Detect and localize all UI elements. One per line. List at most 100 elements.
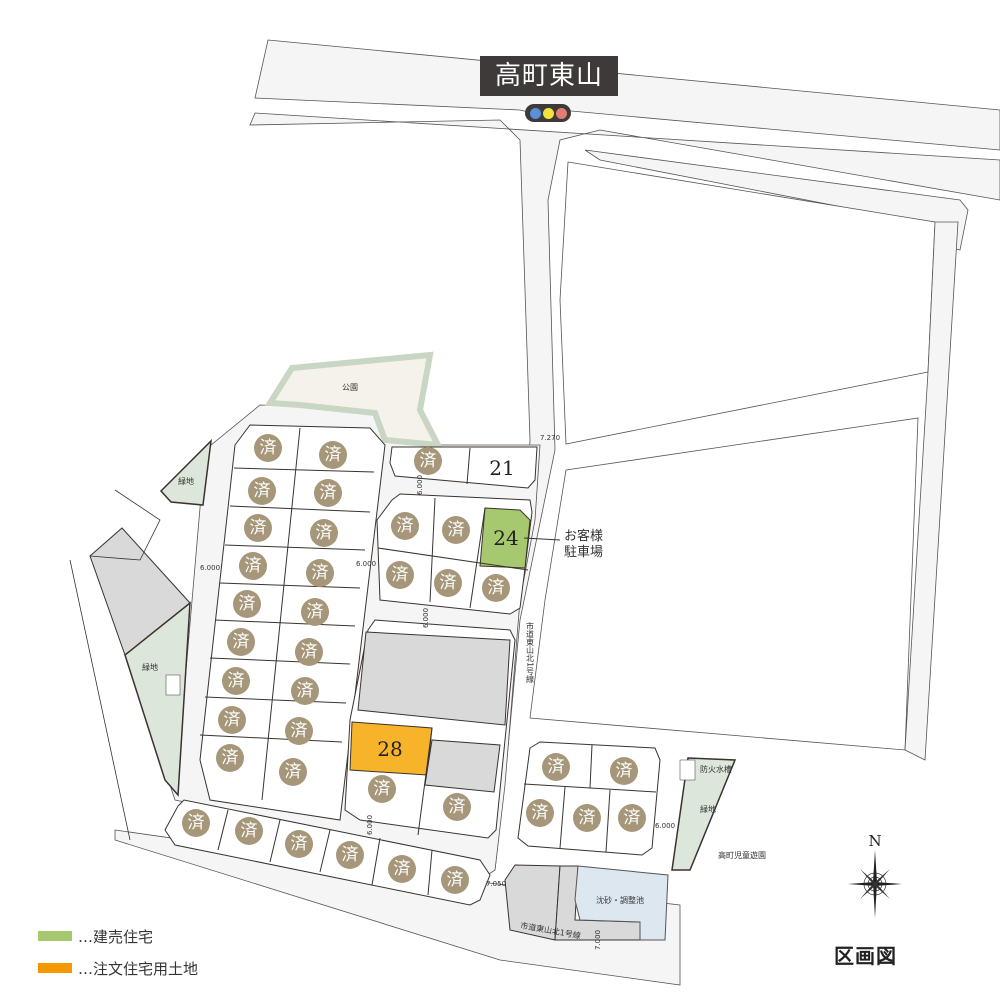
- legend-item-ready-built: …建売住宅: [38, 926, 198, 946]
- legend-swatch-orange: [38, 963, 72, 973]
- customer-parking-label-1: お客様: [564, 528, 603, 544]
- intersection-name: 高町東山: [480, 56, 618, 96]
- svg-text:済: 済: [440, 573, 457, 593]
- map-title: 区画図: [834, 944, 897, 968]
- sold-marker: 済: [244, 514, 272, 542]
- traffic-signal-icon: [525, 104, 571, 122]
- green-area-label-1: 緑地: [178, 476, 194, 486]
- sold-marker: 済: [319, 441, 347, 469]
- sold-marker: 済: [386, 561, 414, 589]
- southeast-facilities: 防火水槽 緑地 高町児童遊園 沈砂・調整池: [504, 757, 766, 941]
- svg-text:済: 済: [394, 859, 411, 879]
- sold-marker: 済: [248, 477, 276, 505]
- lot-28-number: 28: [377, 737, 402, 761]
- sold-marker: 済: [336, 841, 364, 869]
- sold-marker: 済: [542, 753, 570, 781]
- svg-text:済: 済: [245, 556, 262, 576]
- svg-text:済: 済: [325, 445, 342, 465]
- legend-item-custom-land: …注文住宅用土地: [38, 958, 198, 978]
- svg-text:済: 済: [260, 438, 277, 458]
- svg-text:済: 済: [449, 797, 466, 817]
- svg-text:済: 済: [285, 762, 302, 782]
- sold-marker: 済: [610, 757, 638, 785]
- dim-inner-road-e: 6.000: [366, 815, 374, 835]
- sold-marker: 済: [279, 758, 307, 786]
- retention-pond-label: 沈砂・調整池: [596, 895, 644, 905]
- dim-inner-road-f: 6.000: [655, 822, 675, 830]
- compass-star-icon: [848, 850, 902, 918]
- sold-marker: 済: [618, 804, 646, 832]
- signal-yellow-light: [542, 107, 554, 119]
- customer-parking-label-2: 駐車場: [564, 545, 603, 560]
- svg-text:済: 済: [307, 602, 324, 622]
- svg-text:済: 済: [222, 748, 239, 768]
- svg-text:済: 済: [188, 813, 205, 833]
- signal-red-light: [555, 107, 567, 119]
- sold-marker: 済: [310, 519, 338, 547]
- svg-text:済: 済: [420, 451, 437, 471]
- svg-text:済: 済: [447, 870, 464, 890]
- sold-marker: 済: [443, 793, 471, 821]
- large-blank-parcels: [529, 161, 959, 761]
- sold-marker: 済: [233, 590, 261, 618]
- svg-text:済: 済: [488, 578, 505, 598]
- dim-main-road: 7.270: [540, 434, 560, 442]
- park-label: 公園: [342, 383, 358, 392]
- compass-rose: N: [840, 832, 910, 922]
- compass-north-label: N: [868, 832, 882, 850]
- sold-marker: 済: [306, 559, 334, 587]
- svg-text:済: 済: [301, 642, 318, 662]
- svg-text:済: 済: [254, 481, 271, 501]
- dim-south-road-b: 7.000: [594, 930, 602, 950]
- svg-text:済: 済: [224, 710, 241, 730]
- sold-marker: 済: [391, 512, 419, 540]
- lot-21-number: 21: [489, 456, 514, 480]
- block-southeast: [517, 741, 661, 856]
- svg-text:済: 済: [241, 821, 258, 841]
- sold-marker: 済: [295, 638, 323, 666]
- sold-marker: 済: [254, 434, 282, 462]
- sold-marker: 済: [218, 706, 246, 734]
- green-area-label-2: 緑地: [142, 662, 158, 672]
- svg-text:済: 済: [316, 523, 333, 543]
- sold-marker: 済: [442, 516, 470, 544]
- sold-marker: 済: [526, 799, 554, 827]
- svg-text:済: 済: [291, 721, 308, 741]
- svg-text:済: 済: [397, 516, 414, 536]
- svg-text:済: 済: [624, 808, 641, 828]
- sold-marker: 済: [182, 809, 210, 837]
- sold-marker: 済: [368, 775, 396, 803]
- road-name-vertical: 市道東山北1号線: [526, 621, 535, 683]
- lot-24-number: 24: [493, 526, 518, 550]
- sold-marker: 済: [441, 866, 469, 894]
- dim-south-road-a: 7.050: [486, 880, 506, 888]
- west-area: 緑地 緑地: [69, 438, 213, 841]
- dim-inner-road-b: 6.000: [356, 560, 376, 568]
- legend-swatch-green: [38, 931, 72, 941]
- sold-marker: 済: [573, 804, 601, 832]
- svg-text:済: 済: [239, 594, 256, 614]
- svg-text:済: 済: [448, 520, 465, 540]
- sold-markers: 済 済 済 済 済 済 済 済 済 済 済 済 済 済 済 済 済 済 済 済 …: [182, 434, 646, 894]
- sold-marker: 済: [291, 677, 319, 705]
- sold-marker: 済: [414, 447, 442, 475]
- playground-label: 高町児童遊園: [718, 850, 766, 860]
- svg-text:済: 済: [616, 761, 633, 781]
- svg-text:済: 済: [374, 779, 391, 799]
- svg-text:済: 済: [233, 632, 250, 652]
- sold-marker: 済: [388, 855, 416, 883]
- green-area-label-3: 緑地: [700, 804, 716, 814]
- svg-text:済: 済: [297, 681, 314, 701]
- dim-inner-road-a: 6.000: [200, 564, 220, 572]
- sold-marker: 済: [285, 830, 313, 858]
- svg-text:済: 済: [312, 563, 329, 583]
- svg-text:済: 済: [579, 808, 596, 828]
- sold-marker: 済: [301, 598, 329, 626]
- sold-marker: 済: [482, 574, 510, 602]
- svg-text:済: 済: [291, 834, 308, 854]
- legend-label-ready-built: …建売住宅: [78, 927, 154, 946]
- park: 公園: [264, 351, 444, 449]
- sold-marker: 済: [434, 569, 462, 597]
- sold-marker: 済: [216, 744, 244, 772]
- legend-label-custom-land: …注文住宅用土地: [78, 959, 199, 978]
